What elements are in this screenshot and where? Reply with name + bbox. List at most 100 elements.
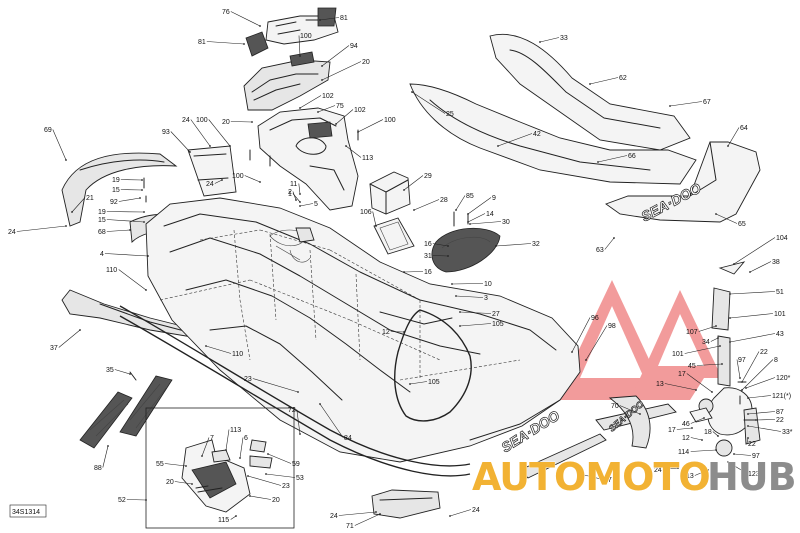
callout-number: 24: [472, 507, 480, 514]
leader-dot: [205, 345, 207, 347]
leader-dot: [141, 189, 143, 191]
callout-number: 51: [776, 289, 784, 296]
leader-dot: [669, 105, 671, 107]
leader-dot: [249, 495, 251, 497]
callout-number: 106: [360, 209, 372, 216]
leader-line: [230, 515, 237, 520]
leader-dot: [129, 373, 131, 375]
leader-dot: [221, 179, 223, 181]
leader-dot: [299, 205, 301, 207]
leader-line: [249, 495, 272, 500]
callout-number: 107: [686, 329, 698, 336]
leader-line: [694, 469, 709, 476]
leader-line: [174, 481, 193, 485]
leader-dot: [321, 65, 323, 67]
leader-dot: [447, 255, 449, 257]
leader-dot: [715, 449, 717, 451]
callout-number: 71: [346, 523, 354, 530]
leader-dot: [267, 453, 269, 455]
leader-dot: [375, 511, 377, 513]
leader-dot: [247, 475, 249, 477]
leader-dot: [139, 197, 141, 199]
leader-line: [319, 17, 340, 21]
callout-number: 101: [774, 311, 786, 318]
leader-dot: [143, 221, 145, 223]
callout-number: 93: [162, 129, 170, 136]
callout-number: 24: [182, 117, 190, 124]
leader-dot: [147, 255, 149, 257]
callout-number: 59: [292, 461, 300, 468]
leader-dot: [299, 433, 301, 435]
leader-line: [299, 203, 314, 207]
leader-line: [497, 133, 533, 147]
leader-dot: [379, 513, 381, 515]
callout-number: 69: [44, 127, 52, 134]
leader-line: [58, 329, 81, 348]
leader-dot: [143, 211, 145, 213]
callout-number: 17: [668, 427, 676, 434]
leader-dot: [741, 389, 743, 391]
leader-dot: [585, 359, 587, 361]
callout-number: 23: [244, 376, 252, 383]
leader-dot: [467, 213, 469, 215]
leader-dot: [739, 377, 741, 379]
callout-number: 64: [740, 125, 748, 132]
leader-dot: [345, 145, 347, 147]
callout-number: 4: [100, 251, 104, 258]
leader-dot: [319, 19, 321, 21]
leader-line: [71, 197, 86, 213]
leader-line: [317, 105, 336, 113]
leader-dot: [335, 123, 337, 125]
leader-line: [715, 213, 738, 224]
callout-number: 24: [330, 513, 338, 520]
leader-dot: [209, 145, 211, 147]
leader-line: [338, 511, 377, 516]
callout-number: 120*: [776, 375, 791, 382]
leader-line: [16, 225, 67, 232]
leader-dot: [703, 417, 705, 419]
callout-number: 29: [424, 173, 432, 180]
leader-line: [455, 295, 484, 298]
leader-line: [372, 211, 377, 227]
leader-dot: [71, 211, 73, 213]
callout-number: 77: [604, 477, 612, 484]
leader-line: [729, 313, 774, 319]
leader-dot: [677, 467, 679, 469]
callout-number: 100: [196, 117, 208, 124]
callout-number: 12: [382, 329, 390, 336]
leader-line: [321, 45, 350, 67]
console-frame-94: [243, 51, 331, 111]
leader-line: [684, 345, 721, 354]
callout-number: 14: [486, 211, 494, 218]
leader-dot: [413, 209, 415, 211]
callout-number: 24: [654, 467, 662, 474]
leader-line: [467, 213, 486, 223]
leader-dot: [191, 483, 193, 485]
leader-line: [449, 509, 472, 517]
leader-dot: [299, 107, 301, 109]
callout-number: 7: [210, 435, 214, 442]
callout-number: 42: [533, 131, 541, 138]
steering-cover-75: [257, 107, 359, 211]
callout-number: 15: [112, 187, 120, 194]
leader-dot: [719, 345, 721, 347]
glovebox-lid-76: [245, 7, 339, 57]
front-side-panel-69: [61, 152, 178, 227]
leader-dot: [129, 229, 131, 231]
callout-number: 66: [628, 153, 636, 160]
leader-dot: [733, 263, 735, 265]
watermark-text-gray: HUB: [707, 455, 796, 499]
callout-number: 18: [704, 429, 712, 436]
watermark-logo-icon: [555, 280, 722, 400]
callout-number: 19: [98, 209, 106, 216]
callout-number: 17: [678, 371, 686, 378]
leader-dot: [265, 473, 267, 475]
leader-dot: [145, 499, 147, 501]
callout-number: 75: [336, 103, 344, 110]
callout-number: 65: [738, 221, 746, 228]
callout-number: 13: [686, 473, 694, 480]
callout-number: 16: [424, 269, 432, 276]
leader-line: [741, 359, 774, 391]
callout-number: 115: [218, 517, 229, 524]
leader-dot: [727, 461, 729, 463]
